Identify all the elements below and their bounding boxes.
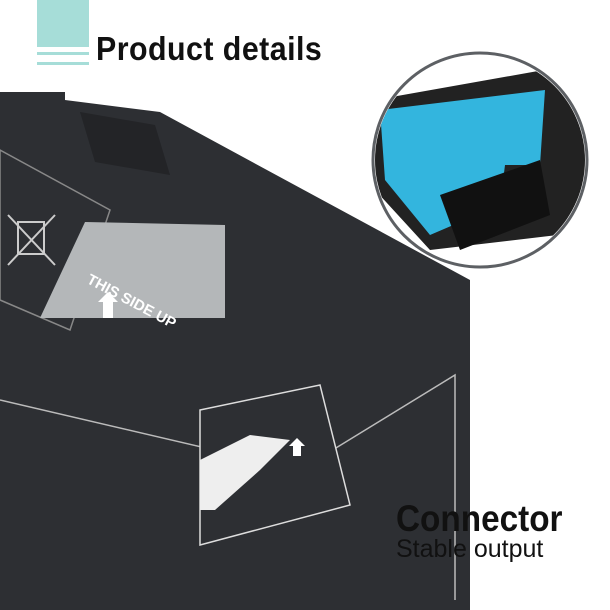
hand-icon	[200, 435, 290, 510]
connector-pins	[440, 160, 550, 250]
accent-block	[37, 0, 89, 47]
battery-connector-tab	[80, 112, 170, 175]
connector-blue-film	[380, 90, 545, 235]
up-arrow-icon	[98, 292, 118, 318]
recycle-bin-icon	[7, 214, 56, 266]
feature-title: Connector	[396, 498, 563, 539]
this-side-up-sticker	[40, 222, 225, 318]
battery-edge-line	[0, 373, 456, 600]
arrow-icon	[289, 438, 305, 456]
battery-body	[0, 92, 470, 610]
warning-label	[0, 149, 111, 332]
accent-line	[37, 52, 89, 55]
accent-line	[37, 62, 89, 65]
page-title: Product details	[96, 30, 323, 67]
feature-subtitle: Stable output	[396, 535, 544, 563]
